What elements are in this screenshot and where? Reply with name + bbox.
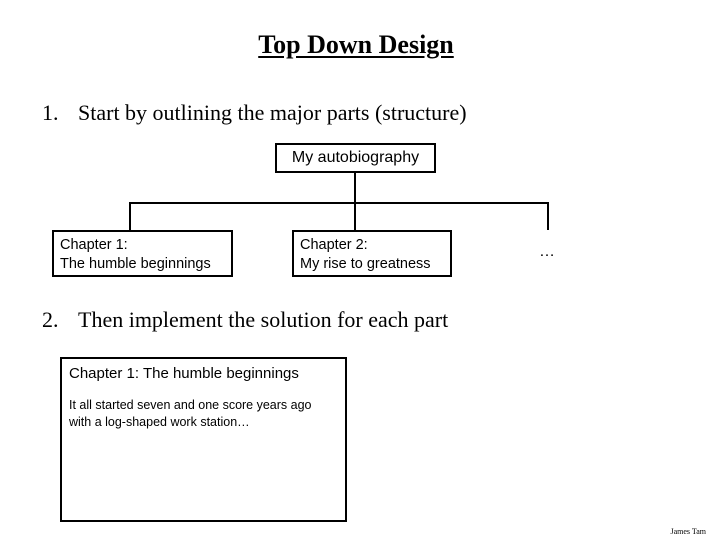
connector-horizontal [129,202,549,204]
chapter1-number: Chapter 1: [60,237,128,253]
chapter2-title: My rise to greatness [300,256,431,272]
chapter-detail-heading: Chapter 1: The humble beginnings [69,365,299,382]
author-credit: James Tam [670,527,706,536]
page-title: Top Down Design [258,30,454,59]
step-number: 2. [42,307,59,332]
chapter1-title: The humble beginnings [60,256,211,272]
tree-node-chapter1: Chapter 1: The humble beginnings [52,230,233,277]
tree-root-node: My autobiography [275,143,436,173]
step-text: Then implement the solution for each par… [78,307,449,332]
chapter-detail-line: It all started seven and one score years… [69,398,312,412]
tree-node-chapter2: Chapter 2: My rise to greatness [292,230,452,277]
chapter2-number: Chapter 2: [300,237,368,253]
step-implement: 2. Then implement the solution for each p… [42,307,448,333]
connector-more [547,202,549,230]
chapter-detail-box: Chapter 1: The humble beginnings It all … [60,357,347,522]
step-outline: 1. Start by outlining the major parts (st… [42,100,467,126]
connector-chapter1 [129,202,131,230]
step-number: 1. [42,100,59,125]
connector-chapter2 [354,202,356,230]
chapter-detail-line: with a log-shaped work station… [69,415,250,429]
chapter-detail-body: It all started seven and one score years… [69,397,345,431]
connector-root-stem [354,173,356,203]
tree-root-label: My autobiography [291,149,420,166]
tree-node-more: … [539,243,555,260]
step-text: Start by outlining the major parts (stru… [78,100,467,125]
